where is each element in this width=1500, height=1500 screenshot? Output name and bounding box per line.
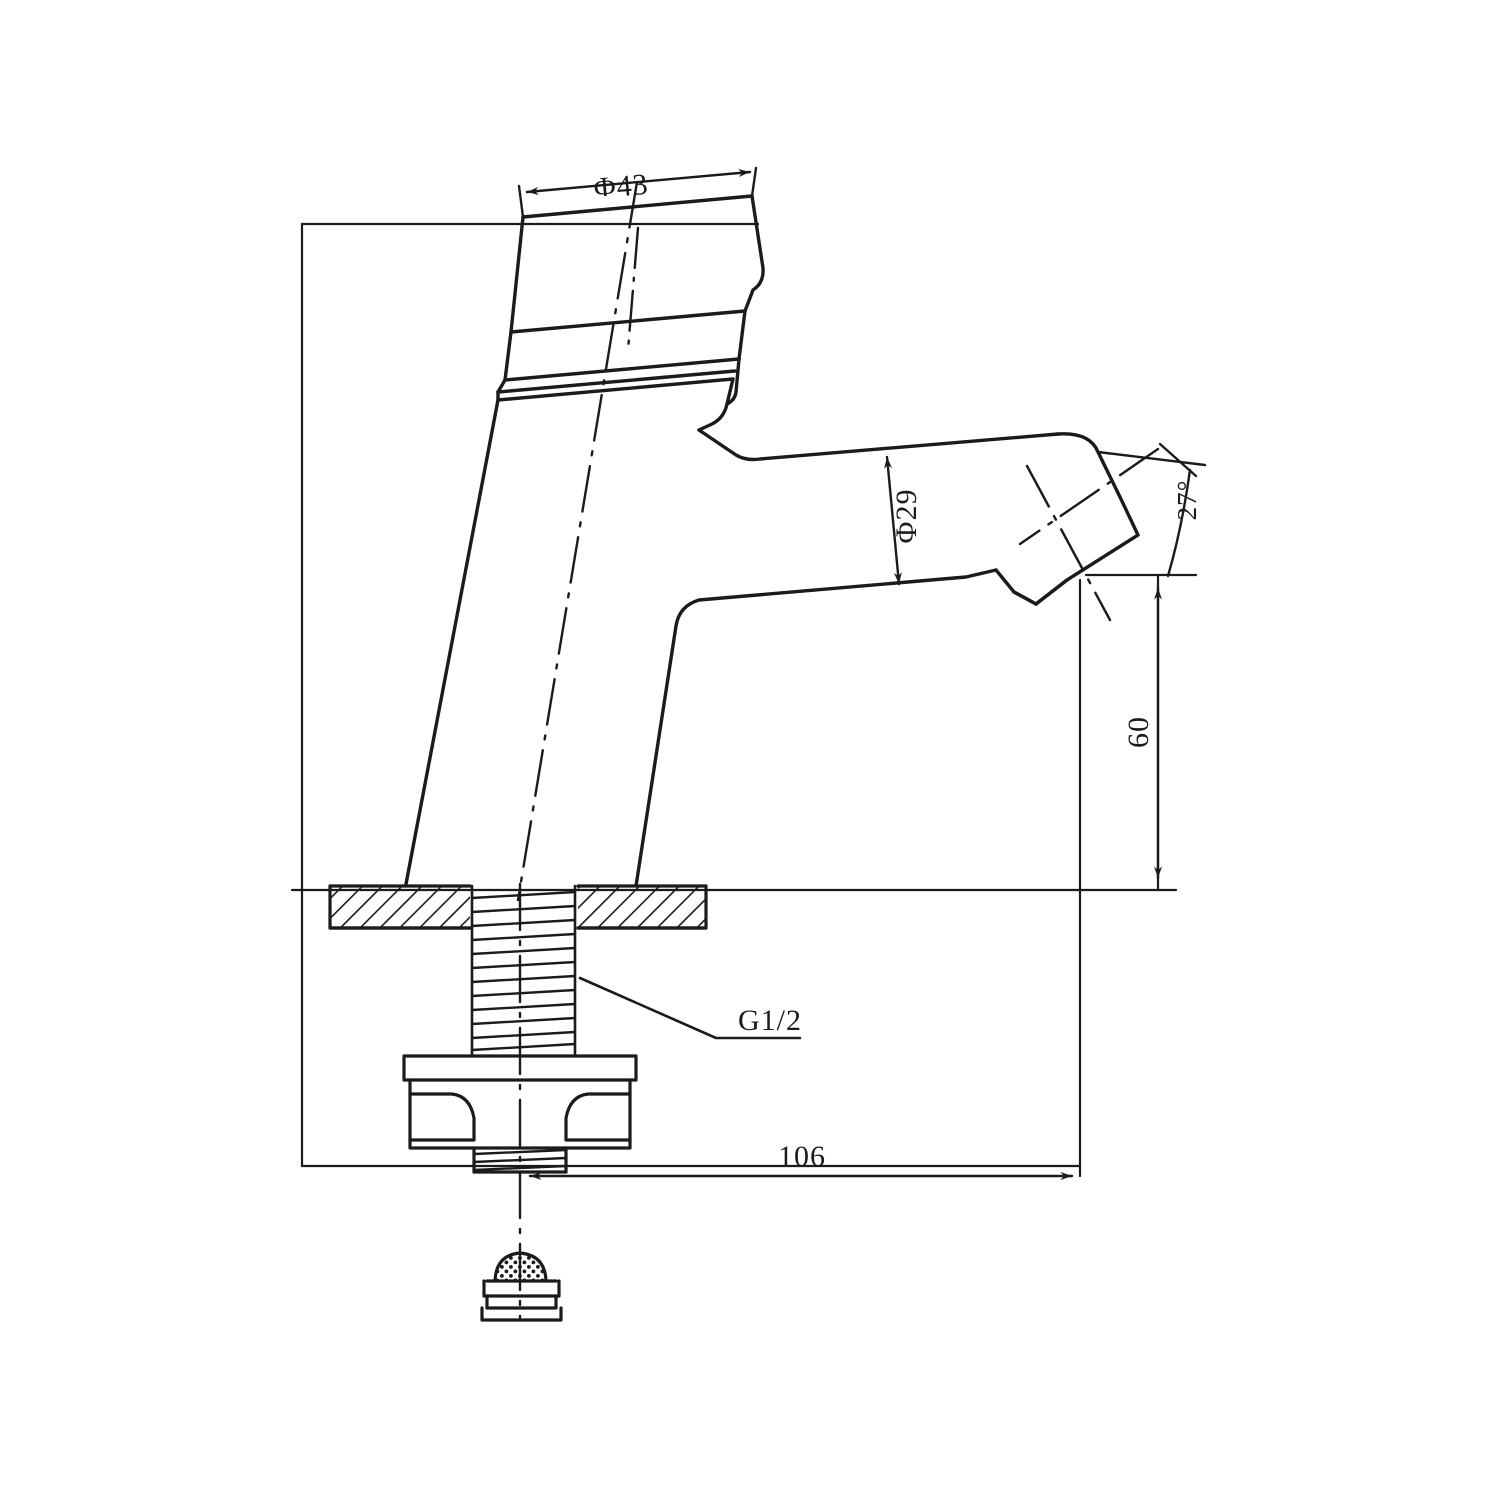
angled-outlet	[1012, 495, 1140, 606]
faucet-body	[404, 377, 1122, 888]
dimension-outlet-angle	[1096, 442, 1207, 578]
threaded-shank	[470, 884, 577, 1058]
dimension-label-phi29: Φ29	[890, 489, 923, 544]
centerlines	[516, 180, 1160, 1322]
dimension-label-106: 106	[778, 1140, 826, 1173]
mounting-deck	[328, 884, 708, 930]
drawing-geometry	[290, 166, 1207, 1322]
mounting-nut	[402, 1054, 638, 1174]
dimension-phi43	[517, 166, 758, 219]
handle-centerline	[626, 226, 640, 352]
callout-leader-g12	[578, 976, 802, 1040]
dimension-label-outlet-angle: 27°	[1172, 480, 1202, 521]
aerator	[480, 1251, 563, 1322]
dimension-label-60: 60	[1122, 716, 1155, 748]
dimension-label-phi43: Φ43	[592, 168, 650, 206]
dimension-labels: Φ43 Φ29 27° 60 106 G1/2	[592, 168, 1202, 1173]
dimension-phi29	[884, 455, 902, 586]
handle-cap	[496, 194, 765, 406]
callout-label-g12: G1/2	[738, 1004, 802, 1037]
